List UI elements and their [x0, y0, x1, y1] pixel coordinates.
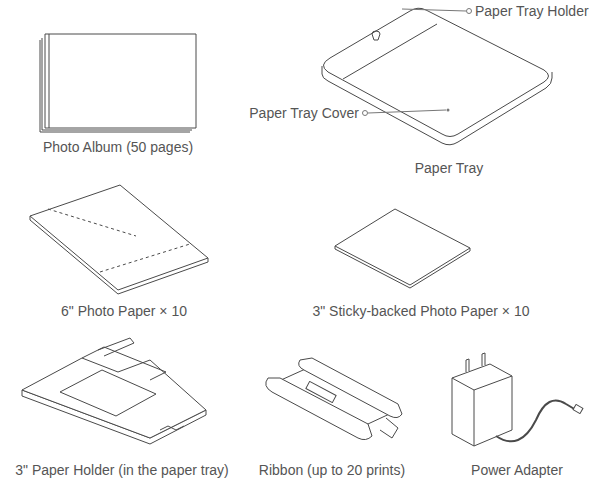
holder-base — [22, 358, 206, 438]
leader-dot — [363, 111, 368, 116]
ribbon-spool — [299, 358, 402, 418]
adapter-prong — [482, 353, 485, 366]
sticky-paper — [335, 209, 470, 288]
photo-album — [40, 34, 196, 132]
perforation — [100, 244, 190, 272]
tray-keyhole — [372, 31, 380, 40]
part-label: Paper Tray Holder — [475, 3, 589, 19]
leader-line — [402, 9, 466, 11]
drawing-strokes — [22, 8, 583, 446]
album-spine — [49, 34, 50, 128]
part-label: Paper Tray — [415, 160, 483, 176]
photo-paper-6 — [30, 185, 208, 294]
leader-line — [368, 110, 446, 113]
part-label: Ribbon (up to 20 prints) — [259, 462, 405, 478]
holder-notch — [160, 426, 184, 430]
holder-plate — [60, 370, 156, 416]
paper-sheet — [30, 185, 208, 290]
adapter-edge — [452, 376, 512, 446]
paper-holder — [22, 338, 206, 444]
adapter-prong — [466, 359, 469, 372]
part-label: Paper Tray Cover — [249, 105, 359, 121]
ribbon-cartridge — [266, 358, 402, 440]
paper-tray — [322, 8, 552, 145]
holder-rail — [98, 338, 134, 356]
ribbon-window — [306, 381, 336, 402]
album-cover — [45, 34, 196, 128]
adapter-cable — [496, 400, 576, 441]
part-label: 3" Paper Holder (in the paper tray) — [15, 462, 229, 478]
part-label: Power Adapter — [471, 462, 563, 478]
leader-dot — [447, 109, 450, 112]
tray-holder-seam — [343, 24, 437, 79]
part-label: Photo Album (50 pages) — [43, 139, 193, 155]
leader-dot — [467, 9, 472, 14]
adapter-body — [452, 364, 512, 446]
perforation — [48, 209, 136, 236]
part-label: 6" Photo Paper × 10 — [61, 303, 187, 319]
ribbon-gear — [380, 418, 398, 438]
adapter-plug — [573, 404, 583, 413]
paper-sheet — [335, 209, 470, 285]
power-adapter — [452, 353, 583, 446]
part-label: 3" Sticky-backed Photo Paper × 10 — [312, 303, 529, 319]
